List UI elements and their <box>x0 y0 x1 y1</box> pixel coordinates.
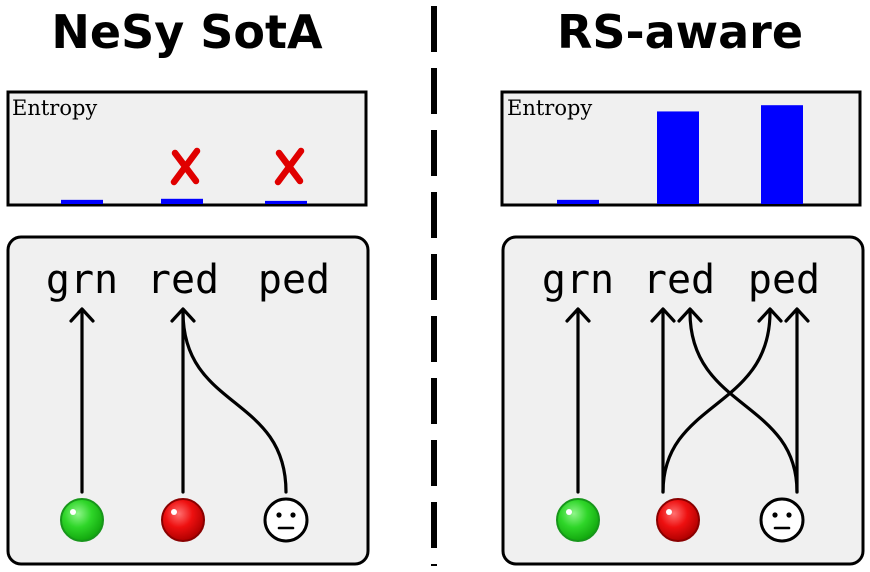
red-light-icon <box>161 498 205 542</box>
left-entropy-frame <box>6 90 368 207</box>
right-arrow-ped-to-red <box>688 310 799 494</box>
left-arrowhead-red <box>170 307 196 323</box>
right-entropy-bar-ped <box>761 105 803 204</box>
right-entropy-bar-grn <box>557 199 599 204</box>
right-arrowhead-ped-2 <box>784 307 810 323</box>
left-x-mark-red-icon <box>170 147 201 186</box>
right-arrowhead-red-2 <box>677 307 703 323</box>
right-concept-red: red <box>643 257 715 303</box>
right-concept-grn: grn <box>542 257 614 303</box>
right-title: RS-aware <box>557 5 803 59</box>
left-entropy-label: Entropy <box>12 96 97 120</box>
green-light-icon <box>556 498 600 542</box>
right-arrowhead-red-1 <box>650 307 676 323</box>
right-concept-panel: grn red ped <box>501 235 865 566</box>
left-x-mark-ped-icon <box>274 147 305 186</box>
left-panel-frame <box>6 235 370 566</box>
right-concept-ped: ped <box>748 257 820 303</box>
left-arrow-ped-to-red <box>181 310 288 494</box>
left-concept-ped: ped <box>258 257 330 303</box>
left-concept-panel: grn red ped <box>6 235 370 566</box>
right-entropy-bar-red <box>657 111 699 204</box>
right-entropy-label: Entropy <box>507 96 592 120</box>
right-panel-frame <box>501 235 865 566</box>
pedestrian-face-icon <box>759 497 805 543</box>
left-entropy-bar-ped <box>265 200 307 204</box>
red-light-icon <box>656 498 700 542</box>
pedestrian-face-icon <box>263 497 309 543</box>
left-concept-red: red <box>147 257 219 303</box>
left-arrowhead-grn <box>69 307 95 323</box>
left-entropy-chart: Entropy <box>6 90 368 207</box>
left-entropy-bar-red <box>161 198 203 204</box>
left-title: NeSy SotA <box>51 5 323 59</box>
left-entropy-bar-grn <box>61 199 103 204</box>
right-arrowhead-ped-1 <box>757 307 783 323</box>
right-entropy-chart: Entropy <box>500 90 862 207</box>
left-concept-grn: grn <box>46 257 118 303</box>
right-arrowhead-grn <box>565 307 591 323</box>
green-light-icon <box>60 498 104 542</box>
right-arrow-red-to-ped <box>661 310 772 494</box>
